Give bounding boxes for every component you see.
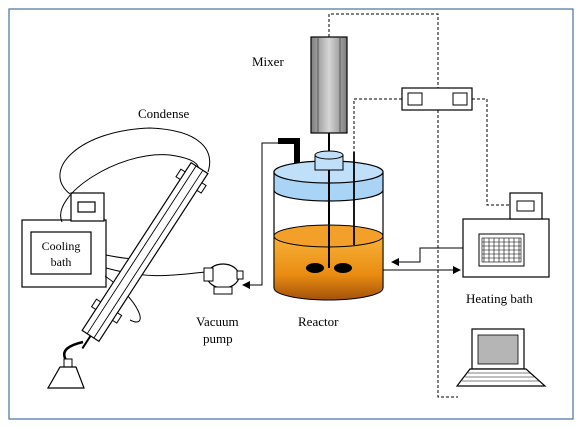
vacuum-pump-label-2: pump — [203, 331, 233, 346]
mixer-motor — [310, 36, 348, 155]
signal-lines — [328, 13, 510, 398]
mixer-label: Mixer — [252, 54, 284, 69]
reactor-label: Reactor — [298, 314, 339, 329]
controller-box — [401, 87, 473, 111]
vacuum-port — [278, 138, 300, 144]
heating-line-in — [391, 247, 463, 266]
vacuum-pump — [203, 263, 244, 295]
vacuum-pump-label-1: Vacuum — [196, 314, 239, 329]
diagram-frame — [8, 8, 574, 420]
cooling-bath-label-1: Cooling — [42, 239, 81, 253]
heating-bath-label: Heating bath — [466, 291, 533, 306]
reactor — [273, 150, 384, 301]
collection-flask — [46, 340, 85, 389]
heating-bath-grid — [481, 237, 522, 263]
cooling-bath-label-2: bath — [51, 255, 72, 269]
condense-label: Condense — [138, 106, 190, 121]
heating-bath — [462, 192, 550, 278]
condenser — [81, 161, 209, 349]
cooling-bath: Cooling bath — [21, 192, 107, 288]
laptop-icon — [455, 328, 547, 387]
